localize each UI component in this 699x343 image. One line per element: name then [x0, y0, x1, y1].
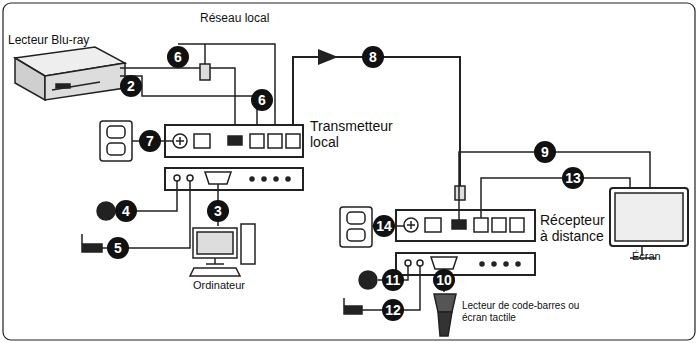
- callout-number: 6: [167, 46, 189, 68]
- callout-number: 11: [382, 269, 404, 291]
- callout-number: 9: [534, 141, 556, 163]
- part-label: Récepteur à distance: [540, 212, 608, 244]
- part-label: Réseau local: [200, 12, 290, 26]
- part-label: Lecteur de code-barres ou écran tactile: [462, 300, 590, 323]
- callout-number: 6: [251, 89, 273, 111]
- part-label: Lecteur Blu-ray: [8, 34, 118, 48]
- part-label: Transmetteur local: [310, 118, 402, 150]
- part-label: Ordinateur: [193, 279, 273, 292]
- part-label: Écran: [632, 250, 682, 263]
- callout-number: 2: [120, 75, 142, 97]
- callout-number: 14: [373, 215, 395, 237]
- callout-number: 13: [562, 167, 584, 189]
- callout-number: 3: [207, 200, 229, 222]
- callout-number: 7: [139, 130, 161, 152]
- callout-number: 4: [115, 200, 137, 222]
- callout-number: 5: [107, 237, 129, 259]
- callout-number: 12: [382, 299, 404, 321]
- callout-number: 8: [362, 46, 384, 68]
- callout-number: 10: [433, 269, 455, 291]
